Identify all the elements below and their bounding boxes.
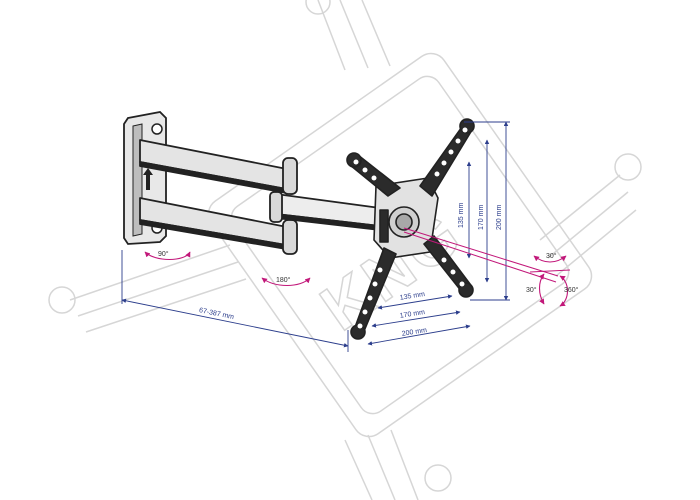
rotation-arrow-icon (533, 255, 567, 263)
dim-v-135-label: 135 mm (458, 203, 465, 228)
dim-h-135-label: 135 mm (399, 291, 425, 302)
dim-h-200-line (367, 324, 471, 346)
rotation-arrows (144, 251, 569, 307)
watermark (48, 0, 642, 500)
vesa-arm-upper-left (346, 152, 401, 197)
tilt-axis (403, 227, 571, 283)
angle-wall-swivel-label: 90° (158, 250, 169, 258)
angle-tilt-left-label: 30° (526, 286, 537, 294)
rotation-arrow-icon (261, 277, 311, 287)
dim-h-170-label: 170 mm (399, 309, 425, 320)
wall-plate-screw-hole-top (151, 123, 163, 135)
vesa-arm-upper-right (419, 118, 475, 197)
dim-v-170-label: 170 mm (478, 205, 485, 230)
dim-h-170-line (371, 310, 461, 328)
rotation-arrow-icon (538, 273, 545, 305)
rotation-arrow-icon (144, 251, 191, 261)
watermark-circle-top (305, 0, 331, 15)
rotation-arrow-icon (559, 275, 569, 307)
watermark-circle-right (614, 153, 642, 181)
up-arrow-icon (143, 168, 153, 190)
watermark-circle-bottom (424, 464, 452, 492)
watermark-circle-left (48, 286, 76, 314)
vesa-arm-lower-left (350, 247, 397, 340)
vesa-arm-lower-right (423, 235, 474, 298)
angle-arm-swivel-label: 180° (276, 276, 291, 284)
upper-arm-joint (282, 157, 298, 195)
dim-arm-extension-line (121, 298, 349, 348)
dim-h-135-line (377, 294, 453, 310)
lower-arm-joint (282, 219, 298, 255)
angle-tilt-top-label: 30° (546, 252, 557, 260)
angle-rotate-label: 360° (564, 286, 579, 294)
mount-arms (139, 139, 381, 255)
dimension-lines (121, 121, 510, 352)
dim-v-200-label: 200 mm (496, 205, 503, 230)
dim-h-200-label: 200 mm (401, 327, 427, 338)
